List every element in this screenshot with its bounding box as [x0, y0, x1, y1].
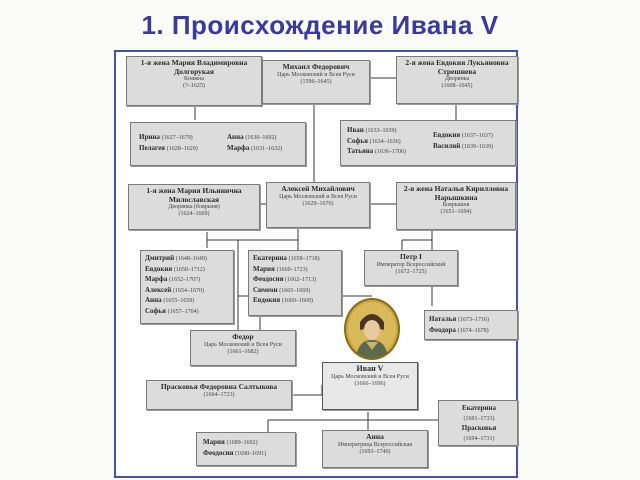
list-item: Дмитрий (1648–1649)	[145, 254, 207, 262]
box-wife1-title: 1-я жена Мария Владимировна Долгорукая	[140, 58, 248, 76]
box-anna-title: Анна	[366, 432, 384, 441]
box-fedor-status: Царь Московский и Всея Руси	[204, 341, 282, 348]
ivan-v-portrait	[344, 298, 400, 360]
list-item: Евдокия (1650–1712)	[145, 264, 205, 273]
box-wife1-dates: (?–1625)	[183, 83, 205, 89]
box-alexey: Алексей Михайлович Царь Московский и Все…	[266, 182, 370, 228]
list-item: Ирина (1627–1679)	[139, 133, 193, 141]
box-naryshkina-status: Боярышня	[442, 202, 470, 208]
box-naryshkina-title: 2-я жена Наталья Кирилловна Нарышкина	[403, 184, 509, 202]
list-item: (1694–1731)	[463, 435, 495, 442]
box-praskovya-saltykova: Прасковья Федоровна Салтыкова (1664–1723…	[146, 380, 292, 410]
box-alexey-dates: (1629–1676)	[302, 200, 334, 207]
box-naryshkina-dates: (1651–1694)	[440, 209, 472, 215]
list-item: Марфа (1631–1632)	[227, 143, 283, 152]
box-wife2-status: Дворянка	[444, 76, 470, 82]
box-ivan-dates: (1666–1696)	[354, 380, 386, 387]
box-ivan-status: Царь Московский и Всея Руси	[331, 373, 409, 380]
list-item: Евдокия (1669–1669)	[253, 296, 313, 304]
list-item: Василий (1639–1639)	[433, 141, 494, 150]
list-item: Марфа (1652–1707)	[145, 275, 201, 283]
box-wife-naryshkina: 2-я жена Наталья Кирилловна Нарышкина Бо…	[396, 182, 516, 230]
box-wife1-dolgorukaya: 1-я жена Мария Владимировна Долгорукая К…	[126, 56, 262, 106]
box-wife2-dates: (1608–1645)	[441, 83, 473, 89]
list-item: Алексей (1654–1670)	[145, 285, 205, 294]
box-ivan-v: Иван V Царь Московский и Всея Руси (1666…	[322, 362, 418, 410]
list-item: Анна (1630–1692)	[227, 133, 277, 141]
box-ivan-title: Иван V	[356, 364, 384, 373]
list-item: Феодора (1674–1678)	[429, 325, 489, 334]
box-peter-status: Император Всероссийский	[376, 261, 446, 268]
box-brothers-mikhail: Иван (1633–1639) Софья (1634–1636) Татья…	[340, 120, 516, 166]
box-miloslavskaya-status: Дворянка (боярыня)	[168, 204, 220, 210]
list-item: Екатерина	[462, 404, 496, 412]
box-praskovya-dates: (1664–1723)	[203, 391, 235, 398]
list-item: Пелагея (1628–1629)	[139, 143, 198, 152]
list-item: Симеон (1665–1669)	[253, 285, 311, 294]
box-wife2-title: 2-я жена Евдокия Лукьяновна Стрешнева	[405, 58, 509, 76]
list-item: Софья (1657–1704)	[145, 306, 199, 315]
box-alexey-status: Царь Московский и Всея Руси	[279, 193, 357, 200]
box-alexey-title: Алексей Михайлович	[281, 184, 355, 193]
box-fedor-title: Федор	[232, 332, 254, 341]
box-anna-status: Императрица Всероссийская	[337, 441, 412, 448]
box-anna-dates: (1693–1740)	[359, 448, 391, 455]
box-peter-i: Петр I Император Всероссийский (1672–172…	[364, 250, 458, 286]
list-item: (1691–1733)	[463, 415, 495, 422]
list-item: Наталья (1673–1716)	[429, 315, 490, 323]
box-miloslavskaya-dates: (1624–1669)	[178, 211, 210, 217]
box-peter-dates: (1672–1725)	[395, 268, 427, 275]
box-peter-title: Петр I	[400, 252, 422, 261]
box-peter-sisters: Наталья (1673–1716) Феодора (1674–1678)	[424, 310, 518, 340]
list-item: Мария (1660–1723)	[253, 264, 308, 273]
list-item: Прасковья	[461, 424, 497, 432]
list-item: Иван (1633–1639)	[347, 126, 397, 134]
list-item: Мария (1689–1692)	[203, 438, 258, 446]
list-item: Феодосия (1690–1691)	[203, 448, 267, 457]
box-anna: Анна Императрица Всероссийская (1693–174…	[322, 430, 428, 468]
list-item: Евдокия (1637–1637)	[433, 131, 493, 139]
box-siblings-first-marriage-2: Екатерина (1658–1718) Мария (1660–1723) …	[248, 250, 342, 316]
list-item: Софья (1634–1636)	[347, 136, 401, 145]
box-wife2-streshneva: 2-я жена Евдокия Лукьяновна Стрешнева Дв…	[396, 56, 518, 104]
list-item: Анна (1655–1659)	[145, 296, 195, 304]
box-siblings-first-marriage: Дмитрий (1648–1649) Евдокия (1650–1712) …	[140, 250, 234, 324]
page-title: 1. Происхождение Ивана V	[141, 10, 499, 40]
box-daughters-right: Екатерина (1691–1733) Прасковья (1694–17…	[438, 400, 518, 446]
box-fedor-dates: (1661–1682)	[227, 348, 259, 355]
box-wife-miloslavskaya: 1-я жена Мария Ильинична Милославская Дв…	[128, 184, 260, 230]
box-mikhail: Михаил Федорович Царь Московский и Всея …	[262, 60, 370, 104]
box-daughters-left: Мария (1689–1692) Феодосия (1690–1691)	[196, 432, 296, 466]
box-miloslavskaya-title: 1-я жена Мария Ильинична Милославская	[146, 186, 242, 204]
list-item: Екатерина (1658–1718)	[253, 254, 320, 262]
box-sisters-mikhail: Ирина (1627–1679) Пелагея (1628–1629) Ан…	[130, 122, 306, 166]
list-item: Татьяна (1636–1706)	[347, 147, 407, 155]
box-wife1-status: Княжна	[184, 76, 204, 82]
box-fedor: Федор Царь Московский и Всея Руси (1661–…	[190, 330, 296, 366]
box-mikhail-title: Михаил Федорович	[282, 62, 350, 71]
box-mikhail-dates: (1596–1645)	[300, 78, 332, 85]
box-mikhail-status: Царь Московский и Всея Руси	[277, 71, 355, 78]
list-item: Феодосия (1662–1713)	[253, 275, 317, 283]
box-praskovya-title: Прасковья Федоровна Салтыкова	[160, 382, 278, 391]
